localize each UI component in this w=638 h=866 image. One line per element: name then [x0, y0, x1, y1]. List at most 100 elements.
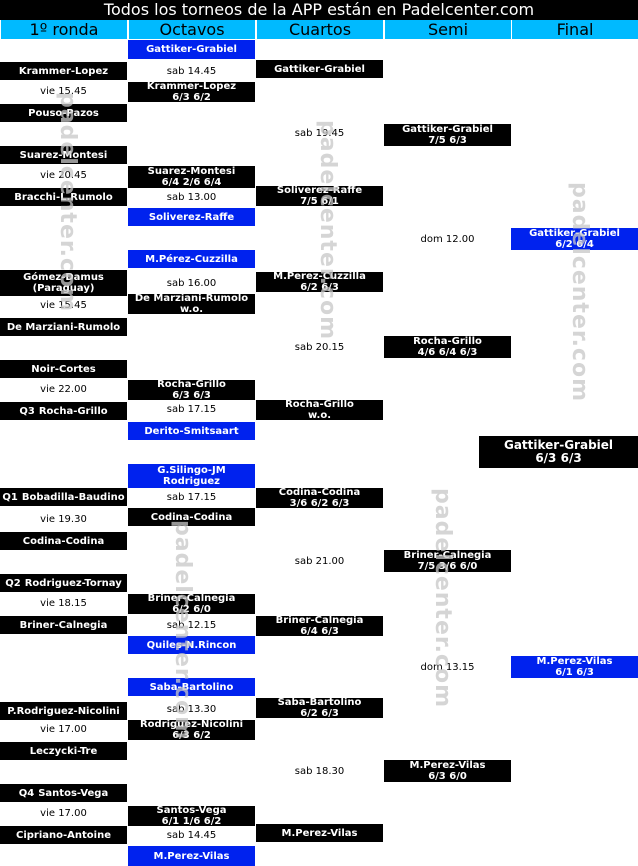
score-line: 6/3 6/2: [172, 730, 211, 740]
team-name: Krammer-Lopez: [146, 82, 237, 92]
score-line: 6/2 6/3: [300, 708, 339, 718]
round1-time-1: vie 20.45: [40, 170, 87, 181]
team-name: Rodriguez-Nicolini: [139, 720, 244, 730]
score-line: 6/2 6/3: [300, 282, 339, 292]
seed-label: Q4: [18, 787, 35, 799]
team-name: Bracchi-L.Rumolo: [14, 191, 113, 203]
seed-label: Q1: [2, 491, 18, 503]
team-name: Gattiker-Grabiel: [529, 228, 620, 239]
team-name: M.Perez-Vilas: [409, 760, 486, 771]
score-line: Rodriguez: [163, 476, 220, 487]
team-label: Bobadilla-Baudino: [21, 491, 125, 503]
octavos-team-saba-bartolino: Saba-Bartolino: [128, 678, 255, 696]
round1-team-p-rodriguez-nicolini: P.Rodriguez-Nicolini: [0, 702, 127, 720]
team-name: M.Perez-Vilas: [536, 656, 613, 667]
column-header-0: 1º ronda: [0, 20, 127, 39]
team-name: Codina-Codina: [22, 535, 105, 547]
team-name: Rocha-Grillo: [285, 400, 354, 410]
team-name: Gattiker-Grabiel: [274, 63, 365, 75]
column-header-2: Cuartos: [256, 20, 383, 39]
team-label: Rodriguez-Tornay: [24, 577, 122, 589]
round1-team-krammer-lopez: Krammer-Lopez: [0, 62, 127, 80]
octavos-time-3: sab 17.15: [166, 404, 217, 415]
score-line: 6/3 6/0: [428, 771, 467, 782]
team-name: Codina-Codina: [278, 488, 361, 498]
score-line: 6/2 6/0: [172, 604, 211, 614]
team-name: M.Perez-Vilas: [153, 850, 230, 862]
octavos-team-derito-smitsaart: Derito-Smitsaart: [128, 422, 255, 440]
team-name: Leczycki-Tre: [29, 745, 98, 757]
score-line: 3/6 6/2 6/3: [289, 498, 350, 508]
round1-team-cipriano-antoine: Cipriano-Antoine: [0, 826, 127, 844]
cuartos-time-1: sab 20.15: [294, 342, 345, 353]
round1-time-7: vie 17.00: [40, 808, 87, 819]
watermark-text: padelcenter.com: [567, 182, 592, 403]
octavos-time-5: sab 12.15: [166, 620, 217, 631]
team-name: De Marziani-Rumolo: [6, 321, 121, 333]
octavos-time-7: sab 14.45: [166, 830, 217, 841]
seed-label: Q3: [19, 405, 35, 417]
seed-label: Q2: [5, 577, 21, 589]
octavos-team-quiles-n-rincon: Quiles-N.Rincon: [128, 636, 255, 654]
octavos-team-m-perez-vilas: M.Perez-Vilas: [128, 846, 255, 866]
team-name: Soliverez-Raffe: [148, 211, 235, 223]
octavos-time-1: sab 13.00: [166, 192, 217, 203]
round1-time-4: vie 19.30: [40, 514, 87, 525]
column-header-3: Semi: [384, 20, 511, 39]
semi-time-0: dom 12.00: [420, 234, 475, 245]
team-name: M.Pérez-Cuzzilla: [145, 253, 238, 265]
team-name: Briner-Calnegia: [275, 616, 364, 626]
round1-team-noir-cortes: Noir-Cortes: [0, 360, 127, 378]
score-line: 6/1 6/3: [555, 667, 594, 678]
round1-team-suarez-montesi: Suarez-Montesi: [0, 146, 127, 164]
column-header-4: Final: [511, 20, 638, 39]
score-line: 6/3 6/3: [535, 451, 582, 465]
team-name: Rocha-Grillo: [157, 380, 226, 390]
team-name: Saba-Bartolino: [277, 698, 362, 708]
team-name: Soliverez-Raffe: [276, 186, 363, 196]
round1-team-pouso-pazos: Pouso-Pazos: [0, 104, 127, 122]
team-name: Quiles-N.Rincon: [146, 639, 237, 651]
team-name: M.Perez-Vilas: [281, 827, 358, 839]
round1-time-6: vie 17.00: [40, 724, 87, 735]
watermark-text: padelcenter.com: [55, 92, 80, 313]
score-line: 7/5 6/3: [428, 135, 467, 146]
octavos-time-0: sab 14.45: [166, 66, 217, 77]
team-name: G.Silingo-JM: [157, 465, 226, 476]
round1-team-codina-codina: Codina-Codina: [0, 532, 127, 550]
score-line: w.o.: [307, 410, 332, 420]
score-line: 6/1 1/6 6/2: [161, 816, 222, 826]
team-name: M.Perez-Cuzzilla: [273, 272, 366, 282]
team-name: Noir-Cortes: [31, 363, 96, 375]
team-name: Rocha-Grillo: [413, 336, 482, 347]
team-name: Gattiker-Grabiel: [146, 44, 237, 55]
team-name: Gattiker-Grabiel: [503, 438, 614, 452]
cuartos-team-m-perez-vilas: M.Perez-Vilas: [256, 824, 383, 842]
team-name: Gómez-Damus: [23, 272, 104, 283]
score-line: w.o.: [179, 304, 204, 314]
cuartos-time-0: sab 19.45: [294, 128, 345, 139]
score-line: 6/3 6/3: [172, 390, 211, 400]
team-name: Pouso-Pazos: [28, 107, 99, 119]
watermark-text: padelcenter.com: [170, 520, 195, 741]
